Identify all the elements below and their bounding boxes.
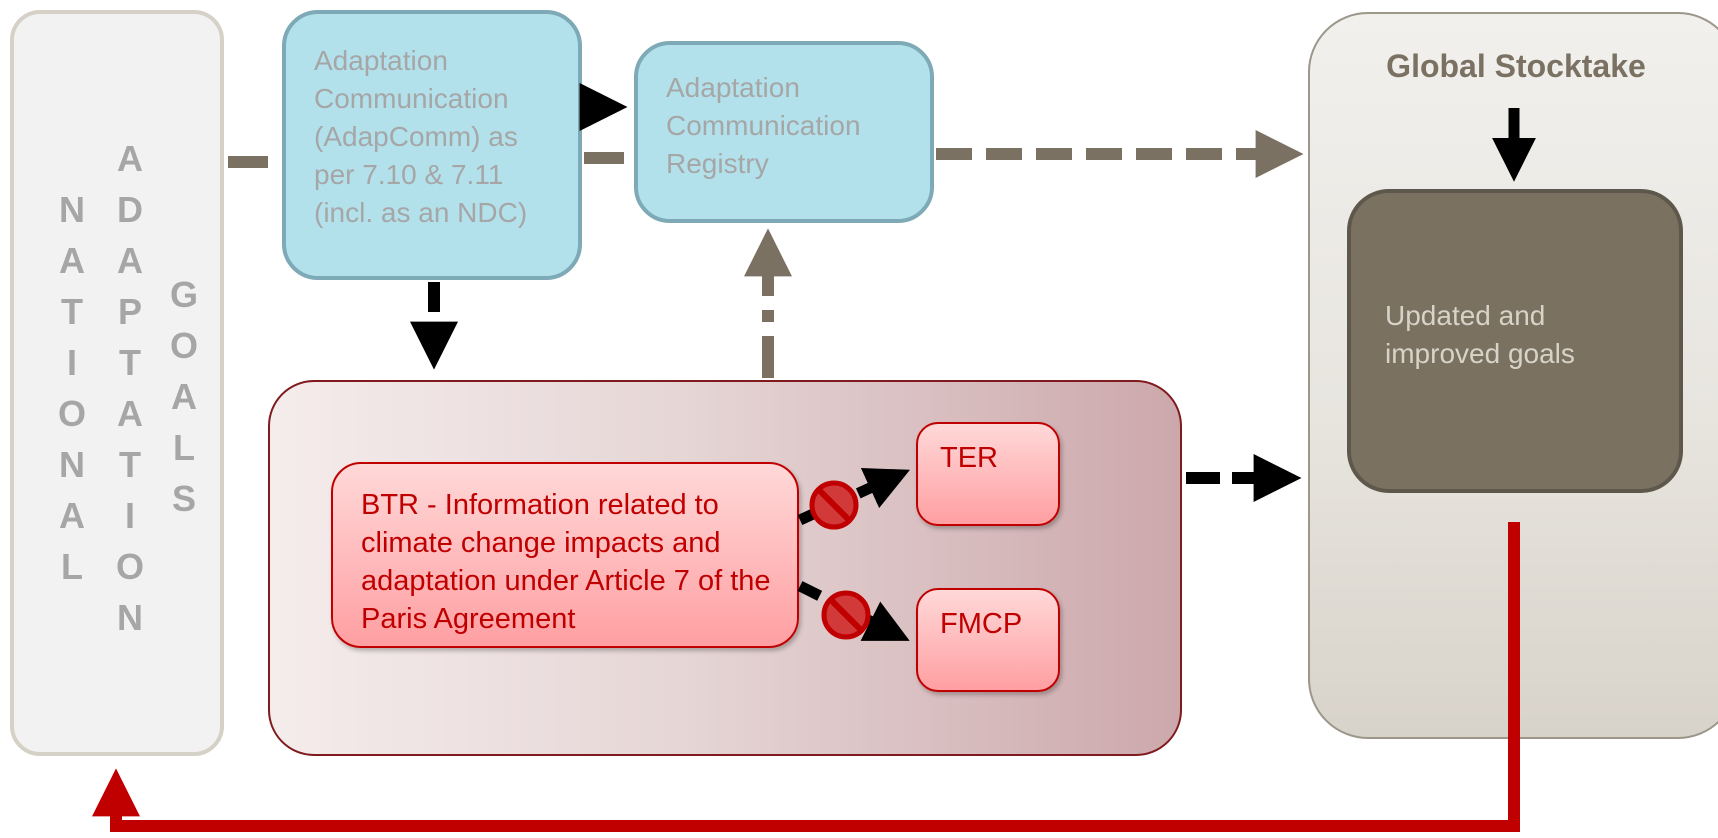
goals-letter: O [170,325,199,366]
adaptation-letter: A [117,393,143,434]
prohibited-icon-ter [809,480,859,530]
global-stocktake-title: Global Stocktake [1386,48,1646,84]
fmcp-box: FMCP [916,588,1060,692]
goals-letter: L [173,427,195,468]
goals-letter: G [170,274,199,315]
goals-letter: A [171,376,197,417]
national-letter: A [59,495,85,536]
adaptation-communication-box: Adaptation Communication (AdapComm) as p… [282,10,582,280]
national-letter: T [61,291,83,332]
national-letter: O [58,393,87,434]
prohibited-icon-fmcp [821,590,871,640]
ter-label: TER [940,442,998,474]
adaptation-letter: T [119,342,141,383]
ter-box: TER [916,422,1060,526]
adaptation-letter: A [117,138,143,179]
national-letter: N [59,444,85,485]
adaptation-communication-registry-box: Adaptation Communication Registry [634,41,934,223]
national-letter: I [67,342,78,383]
adaptation-letter: N [117,597,143,638]
adaptation-letter: D [117,189,143,230]
national-letter: L [61,546,83,587]
national-adaptation-goals-box [10,10,224,756]
adaptation-communication-label: Adaptation Communication (AdapComm) as p… [314,45,528,228]
updated-goals-box: Updated and improved goals [1347,189,1683,493]
fmcp-label: FMCP [940,608,1023,640]
goals-letter: S [172,478,197,519]
btr-box: BTR - Information related to climate cha… [331,462,799,648]
adaptation-letter: O [116,546,145,587]
adaptation-letter: I [125,495,136,536]
national-letter: A [59,240,85,281]
updated-goals-label: Updated and improved goals [1385,300,1575,369]
adaptation-letter: T [119,444,141,485]
adaptation-letter: P [118,291,143,332]
national-letter: N [59,189,85,230]
btr-label: BTR - Information related to climate cha… [361,489,771,635]
feedback-arrow-to-national-goals [92,522,1520,832]
adaptation-letter: A [117,240,143,281]
registry-label: Adaptation Communication Registry [666,72,861,179]
